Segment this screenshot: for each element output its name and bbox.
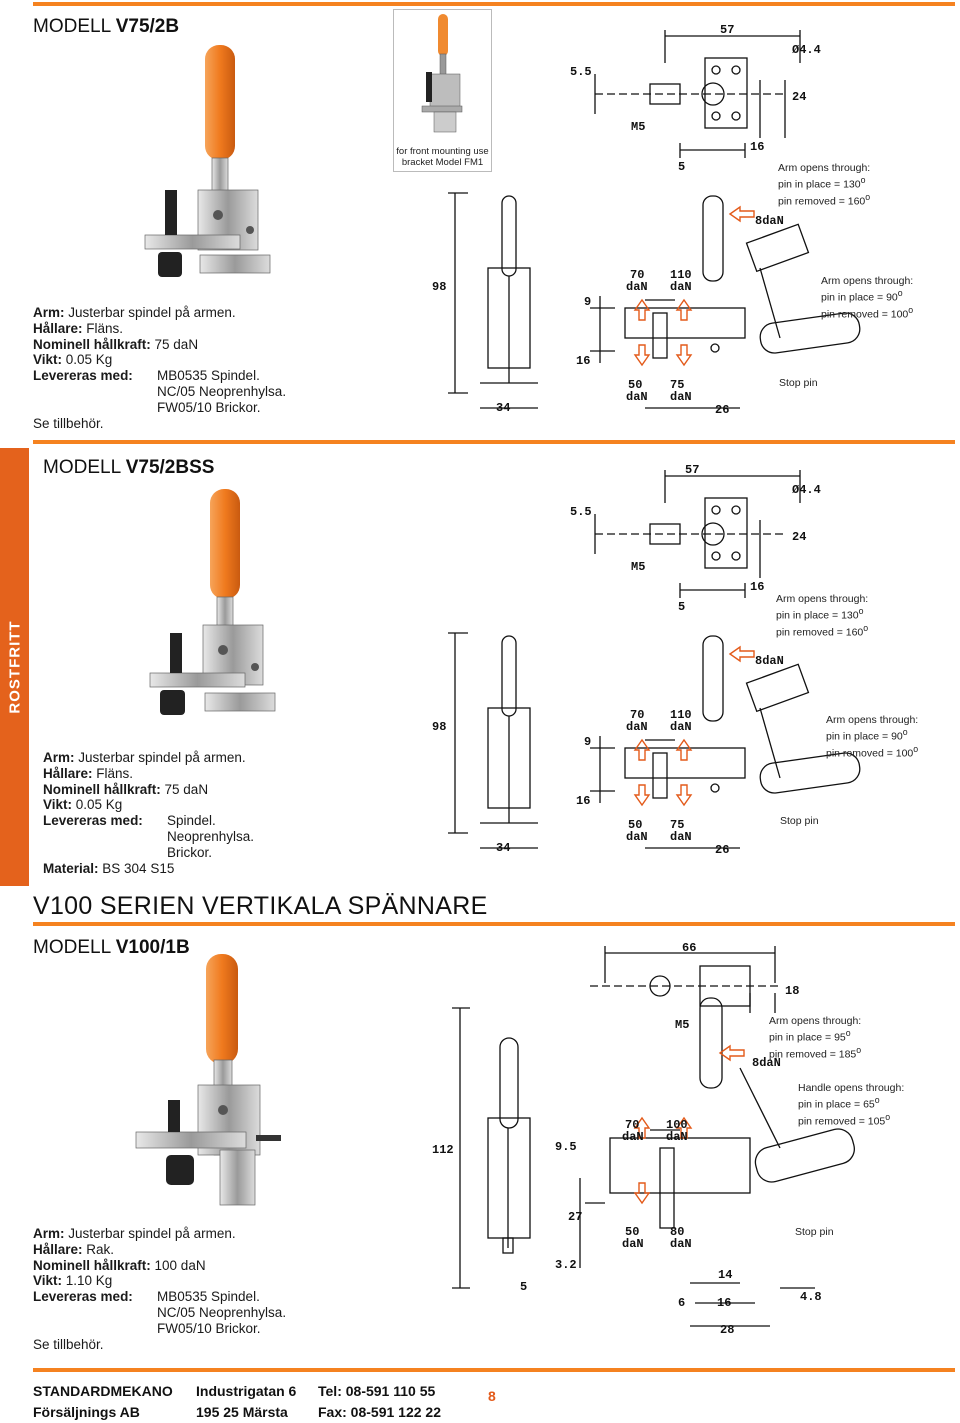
dim-100: 100 <box>666 1118 688 1132</box>
spec-v1001b: Arm: Justerbar spindel på armen. Hållare… <box>33 1226 287 1352</box>
stop-pin-v1001b: Stop pin <box>795 1226 834 1238</box>
page-number: 8 <box>488 1388 496 1404</box>
arm-opens-1-v752b: Arm opens through: pin in place = 130o p… <box>778 162 871 208</box>
dim-48: 4.8 <box>800 1290 822 1304</box>
dim-32: 3.2 <box>555 1258 577 1272</box>
dim-95: 9.5 <box>555 1140 577 1154</box>
dim-dan-3: daN <box>626 390 648 404</box>
dim-24: 24 <box>792 90 806 104</box>
dim-16b-ss: 16 <box>576 794 590 808</box>
dim-26-ss: 26 <box>715 843 729 857</box>
dim-8dan: 8daN <box>755 214 784 228</box>
dim-6: 6 <box>678 1296 685 1310</box>
dim-112: 112 <box>432 1143 454 1157</box>
dim-44: Ø4.4 <box>792 43 821 57</box>
dim-8dan-v100: 8daN <box>752 1056 781 1070</box>
dim-34: 34 <box>496 401 510 415</box>
rostfritt-sidebar: ROSTFRITT <box>0 448 29 886</box>
dim-dan-4-ss: daN <box>670 830 692 844</box>
dim-dan-1: daN <box>626 280 648 294</box>
divider-rule-2 <box>33 922 955 926</box>
product-photo-v1001b <box>135 954 281 1206</box>
dim-5-v100: 5 <box>520 1280 527 1294</box>
dim-dan-v100-4: daN <box>670 1237 692 1251</box>
footer-address: Industrigatan 6 195 25 Märsta <box>196 1383 297 1420</box>
tech-drawing-v1001b: 66 18 M5 8daN 112 9.5 70 daN 100 daN 27 … <box>432 941 855 1337</box>
handle-opens-v1001b: Handle opens through: pin in place = 65o… <box>798 1082 905 1128</box>
dim-55: 5.5 <box>570 65 592 79</box>
dim-16-v100: 16 <box>717 1296 731 1310</box>
arm-opens-v1001b: Arm opens through: pin in place = 95o pi… <box>769 1015 862 1061</box>
dim-m5: M5 <box>631 120 645 134</box>
dim-m5-ss: M5 <box>631 560 645 574</box>
dim-16-ss: 16 <box>750 580 764 594</box>
section-title-v100: V100 SERIEN VERTIKALA SPÄNNARE <box>33 892 488 920</box>
dim-70: 70 <box>630 268 644 282</box>
dim-57: 57 <box>720 23 734 37</box>
dim-16: 16 <box>750 140 764 154</box>
dim-44-ss: Ø4.4 <box>792 483 821 497</box>
model-title-v752bss: MODELL V75/2BSS <box>43 457 215 478</box>
spec-v752b: Arm: Justerbar spindel på armen. Hållare… <box>33 305 287 431</box>
dim-dan-2: daN <box>670 280 692 294</box>
tech-drawing-v752b: 57 Ø4.4 5.5 24 M5 16 5 8daN 98 70 daN 11… <box>432 23 861 417</box>
dim-24-ss: 24 <box>792 530 806 544</box>
bottom-rule <box>33 1368 955 1372</box>
dim-34-ss: 34 <box>496 841 510 855</box>
dim-dan-2-ss: daN <box>670 720 692 734</box>
bracket-caption: for front mounting use bracket Model FM1 <box>396 146 489 168</box>
dim-55-ss: 5.5 <box>570 505 592 519</box>
dim-m5-v100: M5 <box>675 1018 689 1032</box>
dim-50-ss: 50 <box>628 818 642 832</box>
stop-pin-v752b: Stop pin <box>779 377 818 389</box>
product-photo-v752b <box>144 45 271 277</box>
dim-110: 110 <box>670 268 692 282</box>
dim-9-ss: 9 <box>584 735 591 749</box>
divider-rule-1 <box>33 440 955 444</box>
dim-dan-1-ss: daN <box>626 720 648 734</box>
arm-opens-2-v752b: Arm opens through: pin in place = 90o pi… <box>821 275 914 321</box>
dim-dan-v100-2: daN <box>666 1130 688 1144</box>
dim-75-ss: 75 <box>670 818 684 832</box>
dim-18: 18 <box>785 984 799 998</box>
top-rule <box>33 2 955 6</box>
dim-50-v100: 50 <box>625 1225 639 1239</box>
dim-27: 27 <box>568 1210 582 1224</box>
model-title-v752b: MODELL V75/2B <box>33 16 180 37</box>
dim-57-ss: 57 <box>685 463 699 477</box>
dim-70-v100: 70 <box>625 1118 639 1132</box>
dim-75: 75 <box>670 378 684 392</box>
dim-dan-v100-1: daN <box>622 1130 644 1144</box>
footer-company: STANDARDMEKANO Försäljnings AB <box>33 1383 173 1420</box>
arm-opens-2-v752bss: Arm opens through: pin in place = 90o pi… <box>826 714 919 760</box>
dim-26: 26 <box>715 403 729 417</box>
stop-pin-v752bss: Stop pin <box>780 815 819 827</box>
dim-14: 14 <box>718 1268 732 1282</box>
dim-5: 5 <box>678 160 685 174</box>
dim-66: 66 <box>682 941 696 955</box>
tech-drawing-v752bss: 57 Ø4.4 5.5 24 M5 16 5 8daN 98 70 daN 11… <box>432 463 861 857</box>
dim-9: 9 <box>584 295 591 309</box>
dim-70-ss: 70 <box>630 708 644 722</box>
arm-opens-1-v752bss: Arm opens through: pin in place = 130o p… <box>776 593 869 639</box>
bracket-photo-box: for front mounting use bracket Model FM1 <box>393 9 492 172</box>
dim-dan-3-ss: daN <box>626 830 648 844</box>
footer-phone: Tel: 08-591 110 55 Fax: 08-591 122 22 <box>318 1383 441 1420</box>
dim-5-ss: 5 <box>678 600 685 614</box>
spec-v752bss: Arm: Justerbar spindel på armen. Hållare… <box>43 750 255 876</box>
dim-98-ss: 98 <box>432 720 446 734</box>
dim-8dan-ss: 8daN <box>755 654 784 668</box>
model-title-v1001b: MODELL V100/1B <box>33 937 190 958</box>
dim-28: 28 <box>720 1323 734 1337</box>
dim-dan-4: daN <box>670 390 692 404</box>
dim-110-ss: 110 <box>670 708 692 722</box>
dim-16b: 16 <box>576 354 590 368</box>
dim-dan-v100-3: daN <box>622 1237 644 1251</box>
dim-50: 50 <box>628 378 642 392</box>
dim-98: 98 <box>432 280 446 294</box>
bracket-photo <box>421 14 463 133</box>
dim-80: 80 <box>670 1225 684 1239</box>
product-photo-v752bss <box>149 489 276 715</box>
